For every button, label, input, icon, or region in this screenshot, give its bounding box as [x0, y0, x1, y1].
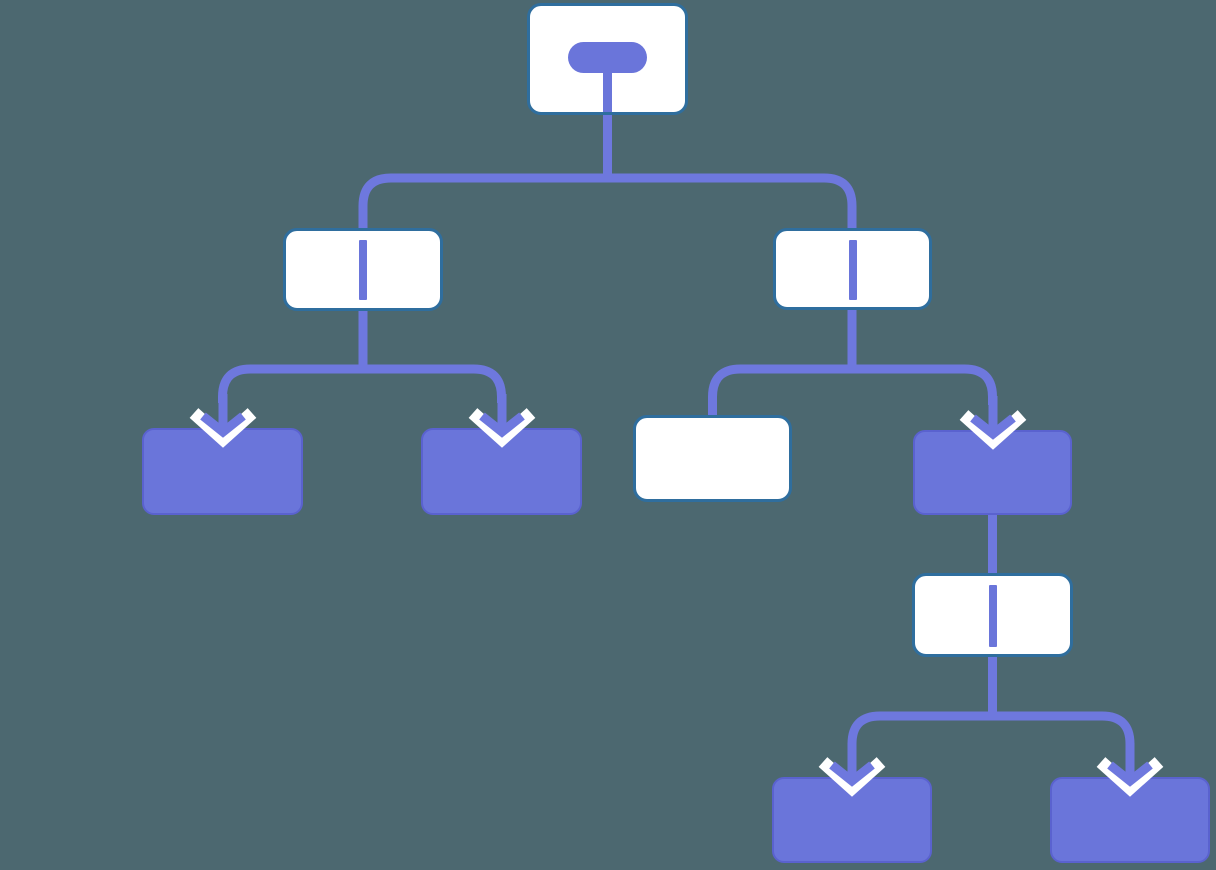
- edge-left-branch-bar: [218, 364, 506, 403]
- node-branch-left[interactable]: [283, 228, 443, 311]
- node-pass-through[interactable]: [912, 573, 1073, 657]
- arrow-down-icon: [1096, 743, 1164, 797]
- rounded-pill-icon: [568, 42, 647, 73]
- arrow-down-icon: [959, 396, 1026, 450]
- node-child-right-empty[interactable]: [633, 415, 792, 502]
- arrow-down-icon: [189, 394, 256, 448]
- edge-bottom-branch-bar: [847, 711, 1135, 752]
- edge-root-branch-bar: [358, 173, 857, 231]
- arrow-down-icon: [818, 743, 886, 797]
- node-branch-right[interactable]: [773, 228, 932, 310]
- vertical-divider-icon: [988, 585, 997, 647]
- arrow-down-icon: [468, 394, 535, 448]
- pill-stem-icon: [603, 70, 612, 112]
- node-root[interactable]: [527, 3, 688, 115]
- edge-right-branch-bar: [708, 364, 997, 418]
- vertical-divider-icon: [359, 240, 367, 300]
- vertical-divider-icon: [848, 240, 857, 300]
